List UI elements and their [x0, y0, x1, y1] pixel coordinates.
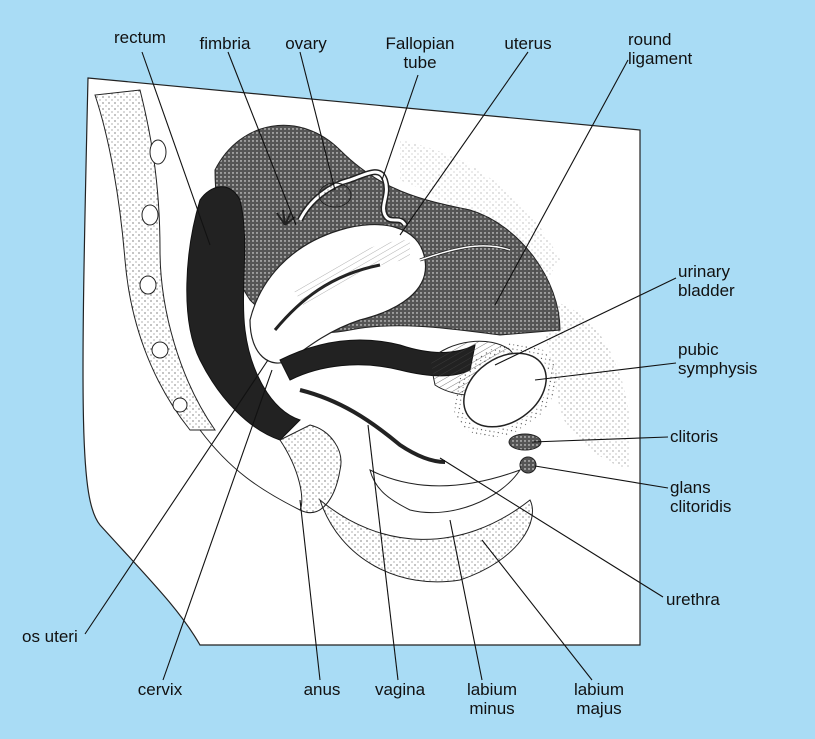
label-vagina: vagina	[375, 680, 425, 699]
label-uterus: uterus	[504, 34, 551, 53]
glans-clitoridis	[520, 457, 536, 473]
label-labium-majus: labium majus	[574, 680, 624, 718]
label-urethra: urethra	[666, 590, 720, 609]
label-fallopian-tube: Fallopian tube	[386, 34, 455, 72]
label-cervix: cervix	[138, 680, 182, 699]
label-os-uteri: os uteri	[22, 627, 78, 646]
label-anus: anus	[304, 680, 341, 699]
label-pubic-symphysis: pubic symphysis	[678, 340, 757, 378]
label-clitoris: clitoris	[670, 427, 718, 446]
label-ovary: ovary	[285, 34, 327, 53]
label-labium-minus: labium minus	[467, 680, 517, 718]
label-glans-clitoridis: glans clitoridis	[670, 478, 731, 516]
label-round-ligament: round ligament	[628, 30, 692, 68]
label-rectum: rectum	[114, 28, 166, 47]
label-urinary-bladder: urinary bladder	[678, 262, 735, 300]
label-fimbria: fimbria	[199, 34, 250, 53]
ovary	[319, 183, 351, 207]
